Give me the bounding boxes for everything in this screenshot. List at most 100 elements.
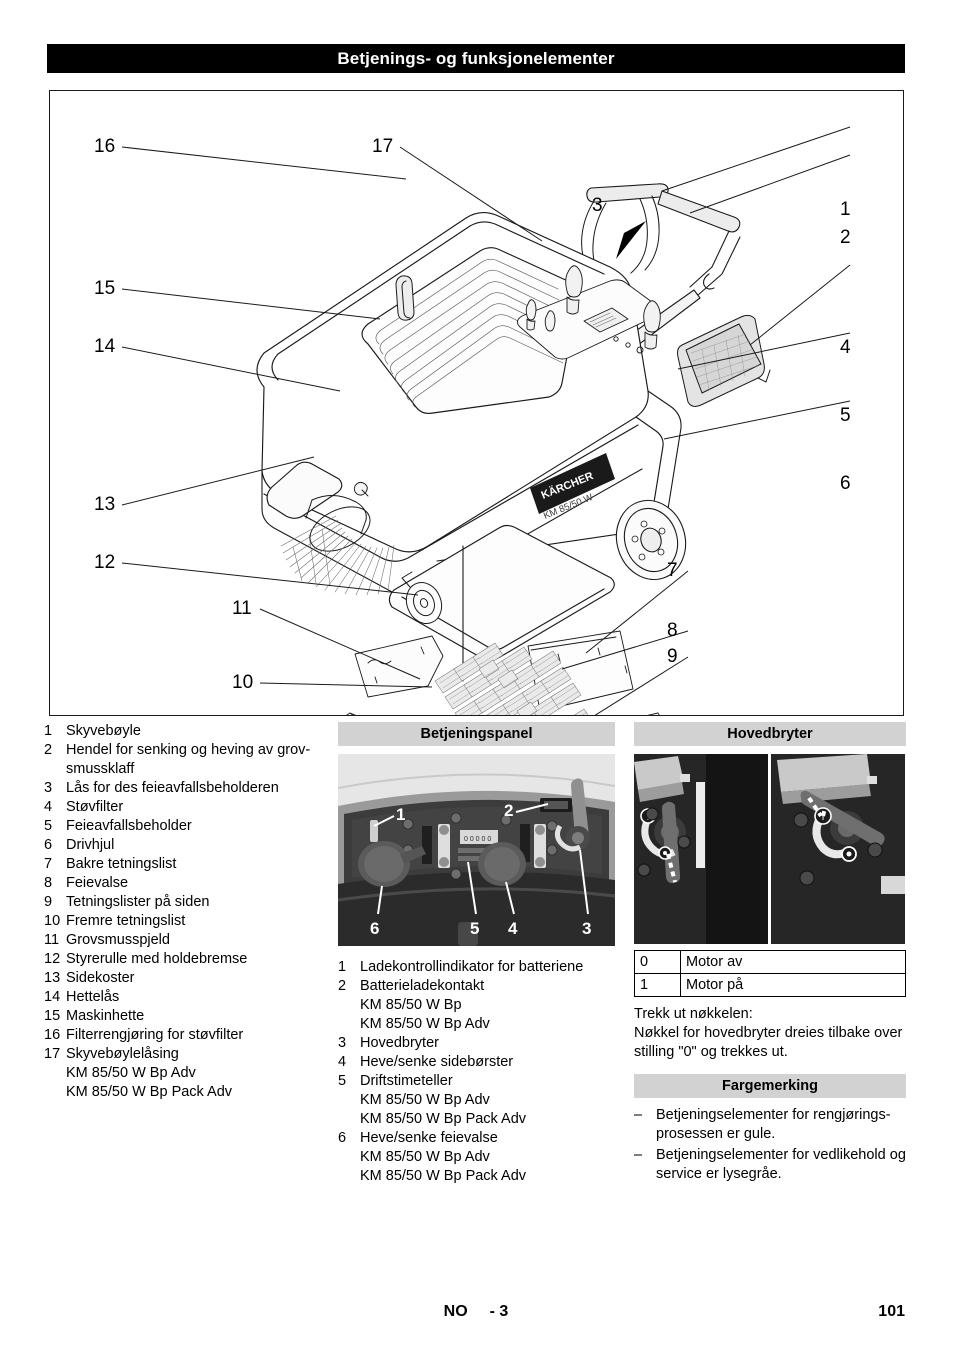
svg-text:0 0 0 0 0: 0 0 0 0 0 (464, 836, 491, 843)
callout-6: 6 (840, 473, 851, 494)
leader-14 (121, 346, 341, 392)
legend-variant: KM 85/50 W Bp Pack Adv (66, 1084, 233, 1100)
leader-7 (585, 570, 689, 654)
legend-item-4: 4 Støvfilter (44, 798, 326, 817)
leader-12 (121, 562, 419, 596)
callout-7: 7 (667, 560, 678, 581)
callout-13: 13 (94, 494, 116, 515)
bullet-dash: – (634, 1107, 643, 1123)
panel-photo-number-3: 3 (582, 919, 591, 938)
legend-number: 14 (44, 989, 61, 1005)
legend-number: 16 (44, 1027, 61, 1043)
legend-number: 13 (44, 970, 61, 986)
legend-label: Bakre tetningslist (66, 856, 177, 872)
color-marking-item-1: – Betjeningselementer for rengjørings-pr… (634, 1106, 906, 1144)
legend-label: Maskinhette (66, 1008, 145, 1024)
legend-label: Lås for des feieavfallsbeholderen (66, 780, 279, 796)
legend-label: Hendel for senking og heving av grov-smu… (66, 742, 311, 777)
legend-item-15: 15 Maskinhette (44, 1007, 326, 1026)
legend-number: 11 (44, 932, 60, 948)
panel-photo-number-6: 6 (370, 919, 379, 938)
footer-section: - 3 (489, 1303, 509, 1320)
footer-center: NO - 3 (47, 1303, 905, 1321)
leader-10 (259, 682, 433, 688)
leader-11 (259, 608, 421, 680)
leader-16 (121, 146, 407, 180)
legend-number: 4 (44, 799, 53, 815)
main-switch-photos: I (634, 754, 906, 944)
panel-label: Ladekontrollindikator for batteriene (360, 959, 584, 975)
legend-number: 3 (44, 780, 53, 796)
legend-number: 12 (44, 951, 61, 967)
color-marking-text: Betjeningselementer for rengjørings-pros… (656, 1107, 891, 1142)
callout-4: 4 (840, 337, 851, 358)
legend-item-3: 3 Lås for des feieavfallsbeholderen (44, 779, 326, 798)
legend-number: 1 (44, 723, 53, 739)
legend-label: Sidekoster (66, 970, 135, 986)
leader-3-arrow (616, 221, 646, 259)
panel-variant: KM 85/50 W Bp (360, 997, 462, 1013)
panel-label: Heve/senke sidebørster (360, 1054, 514, 1070)
legend-label: Styrerulle med holdebremse (66, 951, 248, 967)
legend-label: Drivhjul (66, 837, 115, 853)
legend-number: 15 (44, 1008, 61, 1024)
control-panel-heading: Betjeningspanel (338, 722, 615, 746)
panel-variant: KM 85/50 W Bp Pack Adv (360, 1168, 527, 1184)
page-title: Betjenings- og funksjonelementer (337, 48, 615, 68)
leader-9 (594, 656, 689, 715)
legend-item-10: 10 Fremre tetningslist (44, 912, 326, 931)
leader-2 (689, 154, 851, 214)
key-removal-note: Trekk ut nøkkelen: Nøkkel for hovedbryte… (634, 1005, 906, 1062)
main-switch-heading: Hovedbryter (634, 722, 906, 746)
main-switch-column: Hovedbryter I (634, 722, 906, 1186)
switch-position-value: Motor på (680, 973, 906, 997)
footer-language: NO (443, 1303, 468, 1320)
callout-3: 3 (592, 195, 603, 216)
switch-position-value: Motor av (680, 950, 906, 974)
leader-4 (749, 264, 851, 346)
panel-variant: KM 85/50 W Bp Pack Adv (360, 1111, 527, 1127)
panel-number: 1 (338, 959, 347, 975)
leader-17 (399, 146, 543, 242)
panel-variant: KM 85/50 W Bp Adv (360, 1016, 490, 1032)
callout-1: 1 (840, 199, 851, 220)
legend-number: 6 (44, 837, 53, 853)
legend-number: 17 (44, 1046, 61, 1062)
leader-6 (663, 400, 851, 440)
callout-2: 2 (840, 227, 851, 248)
panel-photo-number-1: 1 (396, 805, 405, 824)
callout-5: 5 (840, 405, 851, 426)
legend-number: 10 (44, 913, 61, 929)
switch-position-table: 0 Motor av 1 Motor på (634, 950, 906, 997)
key-removal-body: Nøkkel for hovedbryter dreies tilbake ov… (634, 1025, 903, 1060)
legend-label: Støvfilter (66, 799, 124, 815)
callout-14: 14 (94, 336, 116, 357)
page-header: Betjenings- og funksjonelementer (47, 44, 905, 73)
color-marking-text: Betjeningselementer for vedlikehold og s… (656, 1147, 906, 1182)
table-row: 1 Motor på (634, 973, 906, 997)
leader-5 (677, 332, 851, 370)
legend-label: Fremre tetningslist (66, 913, 186, 929)
panel-label-main: Heve/senke feievalse (360, 1130, 498, 1146)
callout-15: 15 (94, 278, 116, 299)
callout-8: 8 (667, 620, 678, 641)
panel-number: 2 (338, 978, 347, 994)
leader-13 (121, 456, 315, 506)
footer-page-number: 101 (878, 1303, 905, 1320)
